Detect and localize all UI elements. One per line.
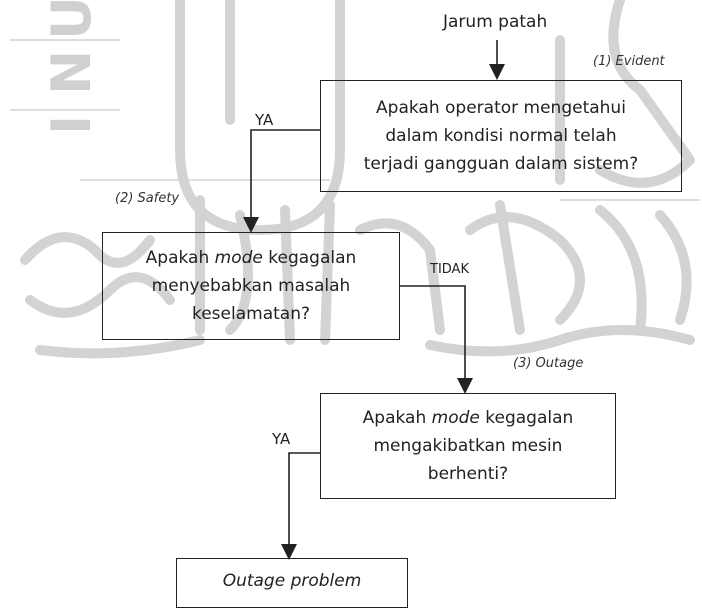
decision-evident-line-2: dalam kondisi normal telah [385,126,617,146]
decision-outage-line-1: Apakah mode kegagalan [362,408,574,428]
decision-outage-line-3: berhenti? [427,464,509,484]
decision-evident-line-1: Apakah operator mengetahui [376,98,626,118]
outcome-label: Outage problem [222,571,362,591]
arrow-outage-yes-to-problem [281,452,320,560]
edge-label-no-2: TIDAK [430,262,469,277]
decision-evident: Apakah operator mengetahui dalam kondisi… [320,80,682,192]
watermark-letter-u: U [40,0,103,40]
decision-safety-line-3: keselamatan? [191,304,310,324]
decision-outage: Apakah mode kegagalan mengakibatkan mesi… [320,393,616,499]
start-label: Jarum patah [443,12,548,32]
arrow-safety-no-to-outage [400,285,473,394]
edge-label-yes-1: YA [255,111,274,129]
step-1-tag: (1) Evident [593,54,665,69]
outcome-outage-problem: Outage problem [176,558,408,608]
arrow-evident-yes-to-safety [243,129,320,233]
step-2-tag: (2) Safety [115,191,180,206]
watermark-letter-i: I [40,115,103,135]
edge-label-yes-3: YA [272,430,291,448]
decision-evident-line-3: terjadi gangguan dalam sistem? [363,154,639,174]
decision-safety-line-2: menyebabkan masalah [151,276,351,296]
watermark-letter-n: N [40,50,103,95]
decision-outage-line-2: mengakibatkan mesin [373,436,563,456]
step-3-tag: (3) Outage [513,356,584,371]
decision-safety: Apakah mode kegagalan menyebabkan masala… [102,232,400,340]
decision-safety-line-1: Apakah mode kegagalan [145,248,357,268]
